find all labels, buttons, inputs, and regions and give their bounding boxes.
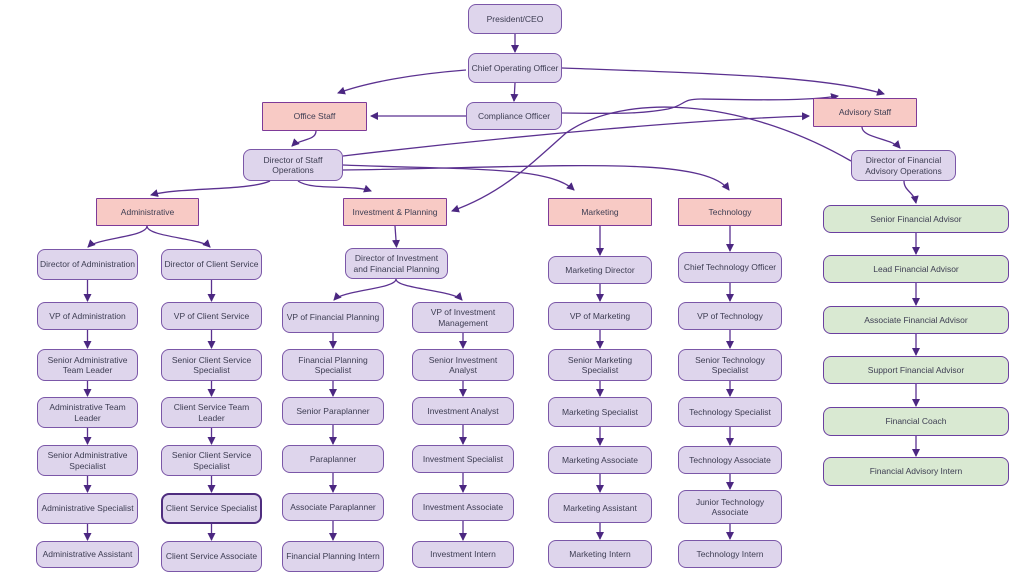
org-node-associate-paraplanner[interactable]: Associate Paraplanner	[282, 493, 384, 521]
org-node-marketing[interactable]: Marketing	[548, 198, 652, 226]
org-node-vp-marketing[interactable]: VP of Marketing	[548, 302, 652, 330]
org-node-senior-administrative-team-leader[interactable]: Senior Administrative Team Leader	[37, 349, 138, 381]
org-node-paraplanner[interactable]: Paraplanner	[282, 445, 384, 473]
edge-director-investment-financial-planning-to-vp-investment-management	[395, 278, 463, 301]
org-node-administrative-specialist[interactable]: Administrative Specialist	[37, 493, 138, 524]
edge-administrative-to-director-client-service	[146, 225, 211, 248]
edge-director-financial-advisory-operations-to-investment-planning	[451, 106, 852, 213]
org-node-chief-technology-officer[interactable]: Chief Technology Officer	[678, 252, 782, 283]
org-node-vp-administration[interactable]: VP of Administration	[37, 302, 138, 330]
org-node-office-staff[interactable]: Office Staff	[262, 102, 367, 131]
org-node-financial-coach[interactable]: Financial Coach	[823, 407, 1009, 436]
edge-investment-planning-to-director-investment-financial-planning	[392, 225, 400, 248]
org-node-director-staff-operations[interactable]: Director of Staff Operations	[243, 149, 343, 181]
edge-advisory-staff-to-director-financial-advisory-operations	[861, 126, 901, 149]
org-node-senior-investment-analyst[interactable]: Senior Investment Analyst	[412, 349, 514, 381]
org-node-vp-client-service[interactable]: VP of Client Service	[161, 302, 262, 330]
edge-director-investment-financial-planning-to-vp-financial-planning	[333, 278, 397, 301]
org-node-advisory-staff[interactable]: Advisory Staff	[813, 98, 917, 127]
org-node-technology[interactable]: Technology	[678, 198, 782, 226]
org-node-senior-client-service-specialist-2[interactable]: Senior Client Service Specialist	[161, 445, 262, 476]
edge-director-staff-operations-to-technology	[342, 164, 730, 191]
org-node-director-investment-financial-planning[interactable]: Director of Investment and Financial Pla…	[345, 248, 448, 279]
edge-administrative-to-director-administration	[87, 225, 148, 248]
org-node-administrative[interactable]: Administrative	[96, 198, 199, 226]
org-node-senior-technology-specialist[interactable]: Senior Technology Specialist	[678, 349, 782, 381]
org-node-compliance-officer[interactable]: Compliance Officer	[466, 102, 562, 130]
org-node-marketing-director[interactable]: Marketing Director	[548, 256, 652, 284]
org-node-marketing-associate[interactable]: Marketing Associate	[548, 446, 652, 474]
org-node-technology-associate[interactable]: Technology Associate	[678, 446, 782, 474]
edge-chief-operating-officer-to-office-staff	[337, 69, 467, 95]
org-node-president-ceo[interactable]: President/CEO	[468, 4, 562, 34]
org-node-investment-planning[interactable]: Investment & Planning	[343, 198, 447, 226]
org-node-investment-specialist[interactable]: Investment Specialist	[412, 445, 514, 473]
org-node-financial-planning-intern[interactable]: Financial Planning Intern	[282, 541, 384, 572]
org-node-chief-operating-officer[interactable]: Chief Operating Officer	[468, 53, 562, 83]
org-node-support-financial-advisor[interactable]: Support Financial Advisor	[823, 356, 1009, 384]
org-node-director-financial-advisory-operations[interactable]: Director of Financial Advisory Operation…	[851, 150, 956, 181]
org-node-financial-advisory-intern[interactable]: Financial Advisory Intern	[823, 457, 1009, 486]
org-node-lead-financial-advisor[interactable]: Lead Financial Advisor	[823, 255, 1009, 283]
org-node-investment-associate[interactable]: Investment Associate	[412, 493, 514, 521]
org-node-vp-financial-planning[interactable]: VP of Financial Planning	[282, 302, 384, 333]
org-node-investment-analyst[interactable]: Investment Analyst	[412, 397, 514, 425]
edge-director-staff-operations-to-investment-planning	[297, 180, 372, 193]
org-node-financial-planning-specialist[interactable]: Financial Planning Specialist	[282, 349, 384, 381]
edge-director-staff-operations-to-advisory-staff	[342, 112, 810, 157]
org-node-junior-technology-associate[interactable]: Junior Technology Associate	[678, 490, 782, 524]
org-node-senior-marketing-specialist[interactable]: Senior Marketing Specialist	[548, 349, 652, 381]
edge-compliance-officer-to-advisory-staff	[561, 93, 839, 115]
org-node-director-client-service[interactable]: Director of Client Service	[161, 249, 262, 280]
edge-chief-operating-officer-to-advisory-staff	[561, 67, 885, 96]
org-node-technology-intern[interactable]: Technology Intern	[678, 540, 782, 568]
org-node-marketing-assistant[interactable]: Marketing Assistant	[548, 493, 652, 523]
org-node-vp-technology[interactable]: VP of Technology	[678, 302, 782, 330]
org-node-investment-intern[interactable]: Investment Intern	[412, 541, 514, 568]
org-node-senior-paraplanner[interactable]: Senior Paraplanner	[282, 397, 384, 425]
org-node-administrative-team-leader[interactable]: Administrative Team Leader	[37, 397, 138, 428]
edge-director-staff-operations-to-marketing	[342, 164, 575, 191]
org-node-senior-client-service-specialist-1[interactable]: Senior Client Service Specialist	[161, 349, 262, 381]
edge-office-staff-to-director-staff-operations	[291, 130, 317, 147]
org-node-marketing-intern[interactable]: Marketing Intern	[548, 540, 652, 568]
org-node-marketing-specialist[interactable]: Marketing Specialist	[548, 397, 652, 427]
org-node-senior-financial-advisor[interactable]: Senior Financial Advisor	[823, 205, 1009, 233]
org-node-senior-administrative-specialist[interactable]: Senior Administrative Specialist	[37, 445, 138, 476]
org-node-client-service-associate[interactable]: Client Service Associate	[161, 541, 262, 572]
org-node-technology-specialist[interactable]: Technology Specialist	[678, 397, 782, 427]
org-node-director-administration[interactable]: Director of Administration	[37, 249, 138, 280]
edge-director-financial-advisory-operations-to-senior-financial-advisor	[903, 180, 919, 204]
org-node-vp-investment-management[interactable]: VP of Investment Management	[412, 302, 514, 333]
org-node-associate-financial-advisor[interactable]: Associate Financial Advisor	[823, 306, 1009, 334]
org-node-client-service-specialist[interactable]: Client Service Specialist	[161, 493, 262, 524]
org-node-administrative-assistant[interactable]: Administrative Assistant	[36, 541, 139, 568]
edge-chief-operating-officer-to-compliance-officer	[510, 82, 519, 102]
org-node-client-service-team-leader[interactable]: Client Service Team Leader	[161, 397, 262, 428]
edge-director-staff-operations-to-administrative	[150, 180, 271, 198]
